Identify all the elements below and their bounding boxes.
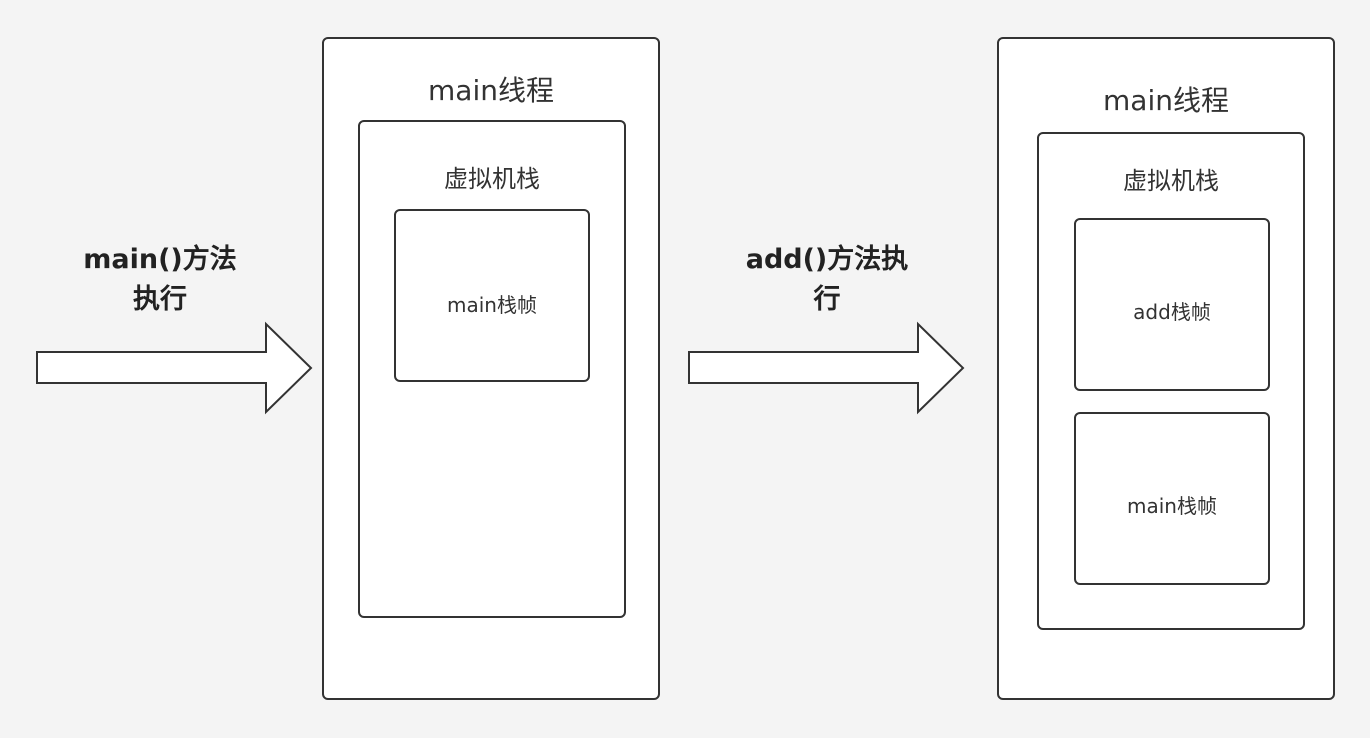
left-vm-stack-box: 虚拟机栈 main栈帧: [358, 120, 626, 618]
right-frame-main: main栈帧: [1074, 412, 1270, 585]
step-2-label: add()方法执 行: [722, 240, 932, 320]
left-thread-box: main线程 虚拟机栈 main栈帧: [322, 37, 660, 700]
right-vm-stack-box: 虚拟机栈 add栈帧 main栈帧: [1037, 132, 1305, 630]
left-frame-main: main栈帧: [394, 209, 590, 382]
step-1-arrow-shape: [36, 321, 313, 415]
right-frame-add-label: add栈帧: [1133, 300, 1211, 324]
right-frame-add: add栈帧: [1074, 218, 1270, 391]
step-1-label-line1: main()方法: [83, 244, 237, 275]
step-2-label-line1: add()方法执: [745, 244, 909, 275]
right-frame-main-label: main栈帧: [1127, 494, 1217, 518]
step-1-arrow: [36, 321, 313, 415]
step-2-label-line2: 行: [813, 284, 841, 315]
right-vm-stack-title: 虚拟机栈: [1123, 167, 1219, 195]
step-1-label-line2: 执行: [133, 284, 187, 315]
step-2-arrow: [688, 321, 965, 415]
left-vm-stack-title: 虚拟机栈: [444, 165, 540, 193]
step-2-arrow-shape: [688, 321, 965, 415]
right-thread-title: main线程: [1103, 84, 1229, 117]
right-thread-box: main线程 虚拟机栈 add栈帧 main栈帧: [997, 37, 1335, 700]
left-thread-title: main线程: [428, 74, 554, 107]
left-frame-main-label: main栈帧: [447, 293, 537, 317]
step-1-label: main()方法 执行: [60, 240, 260, 320]
